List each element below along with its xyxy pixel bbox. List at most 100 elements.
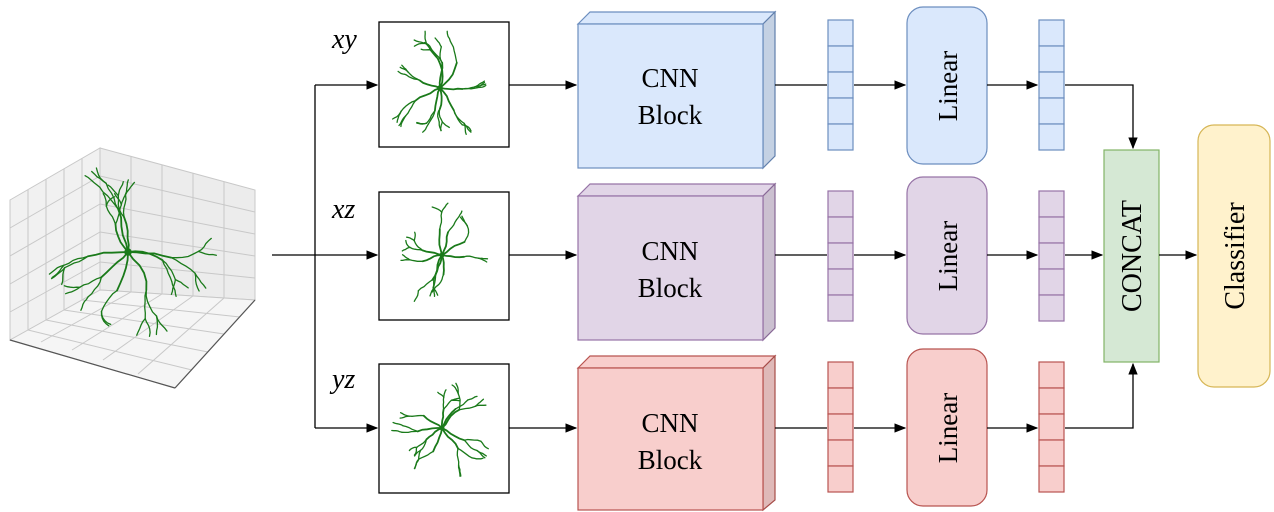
- neurite: [441, 427, 459, 450]
- neurite: [161, 259, 173, 283]
- neurite: [463, 255, 479, 259]
- vector-cell: [827, 123, 854, 151]
- neurite: [170, 250, 200, 259]
- neurite: [432, 427, 443, 453]
- soma: [124, 248, 132, 256]
- neurite: [144, 289, 147, 320]
- neurite: [422, 414, 443, 429]
- vector-cell: [1038, 361, 1065, 389]
- concat-label: CONCAT: [1117, 200, 1148, 312]
- cnn-block-yz-line1: CNN: [641, 408, 698, 438]
- vector-cell: [827, 465, 854, 493]
- feature-vector-xy: [827, 19, 854, 151]
- neurite: [87, 276, 102, 298]
- neurite: [408, 446, 418, 452]
- neurite: [401, 254, 411, 261]
- arrow-output-to-concat-xy: [1065, 84, 1138, 150]
- neurite: [400, 259, 411, 262]
- neurite: [437, 391, 445, 398]
- neurite: [171, 281, 177, 298]
- neurite: [431, 254, 443, 281]
- neurite: [457, 392, 461, 411]
- neurite: [425, 427, 443, 441]
- output-vector-xz: [1038, 190, 1065, 322]
- neurite: [450, 42, 458, 64]
- neurite: [475, 83, 487, 87]
- neurite: [402, 425, 419, 433]
- neurite: [194, 272, 200, 292]
- neurite: [100, 310, 112, 326]
- neurite: [409, 246, 424, 252]
- neurite: [117, 208, 129, 253]
- neurite: [145, 289, 158, 317]
- neurite: [456, 447, 460, 466]
- neurite: [474, 398, 485, 407]
- neurite: [437, 108, 441, 123]
- vector-cell: [827, 216, 854, 244]
- neurite: [463, 439, 478, 452]
- neurite: [416, 121, 428, 125]
- neurite: [434, 37, 442, 48]
- neurite: [122, 193, 127, 218]
- input-connectors: [272, 80, 379, 433]
- neurite: [48, 264, 65, 275]
- neurite: [453, 109, 465, 125]
- neurite: [429, 287, 435, 297]
- soma: [437, 85, 443, 91]
- cnn-block-xz-line1: CNN: [641, 236, 698, 266]
- neurite: [61, 267, 66, 286]
- neurite: [114, 204, 122, 225]
- classifier-label: Classifier: [1220, 202, 1251, 310]
- vector-cell: [1038, 97, 1065, 125]
- neurite: [174, 278, 189, 289]
- neurite: [397, 70, 408, 76]
- neurite: [436, 273, 445, 287]
- neurite: [391, 110, 402, 120]
- neurite: [102, 193, 108, 207]
- neurite: [413, 231, 416, 242]
- neurite: [400, 100, 417, 112]
- vector-cell: [827, 387, 854, 415]
- neurite: [439, 61, 458, 89]
- vector-cell: [1038, 19, 1065, 47]
- neurite: [400, 115, 407, 128]
- vector-cell: [827, 268, 854, 296]
- soma: [439, 252, 445, 258]
- neurite: [80, 296, 89, 311]
- linear-layer-xy-label: Linear: [933, 51, 963, 121]
- neurite: [64, 255, 89, 269]
- neurite: [408, 414, 425, 417]
- neurite: [441, 241, 466, 256]
- neurite: [413, 458, 420, 470]
- projection-label-xy: xy: [331, 24, 357, 55]
- neurite: [439, 46, 443, 64]
- neurite: [421, 254, 443, 263]
- cnn-block-xy-line1: CNN: [641, 63, 698, 93]
- neurite: [144, 318, 151, 337]
- neurite: [455, 382, 459, 395]
- vector-cell: [827, 439, 854, 467]
- neurite: [461, 85, 478, 90]
- neurite: [441, 254, 445, 276]
- neurite: [105, 196, 116, 207]
- neurite: [457, 464, 462, 477]
- neurite: [105, 205, 117, 225]
- neurite: [401, 246, 411, 252]
- vector-cell: [1038, 465, 1065, 493]
- neurite: [438, 61, 444, 89]
- neurite: [439, 87, 464, 91]
- neurite: [417, 279, 433, 292]
- neurite: [197, 250, 217, 256]
- neurite: [431, 206, 443, 213]
- neurite: [401, 64, 409, 73]
- neurite: [391, 429, 403, 433]
- plot-3d-axis-lines: [9, 299, 256, 389]
- vector-cell: [1038, 45, 1065, 73]
- neurite: [439, 87, 443, 110]
- neurite: [51, 264, 65, 279]
- feature-vector-xz: [827, 190, 854, 322]
- neurite: [480, 440, 489, 450]
- vector-cell: [1038, 242, 1065, 270]
- cnn-block-xy: CNN Block: [576, 10, 777, 170]
- neurite: [441, 121, 450, 129]
